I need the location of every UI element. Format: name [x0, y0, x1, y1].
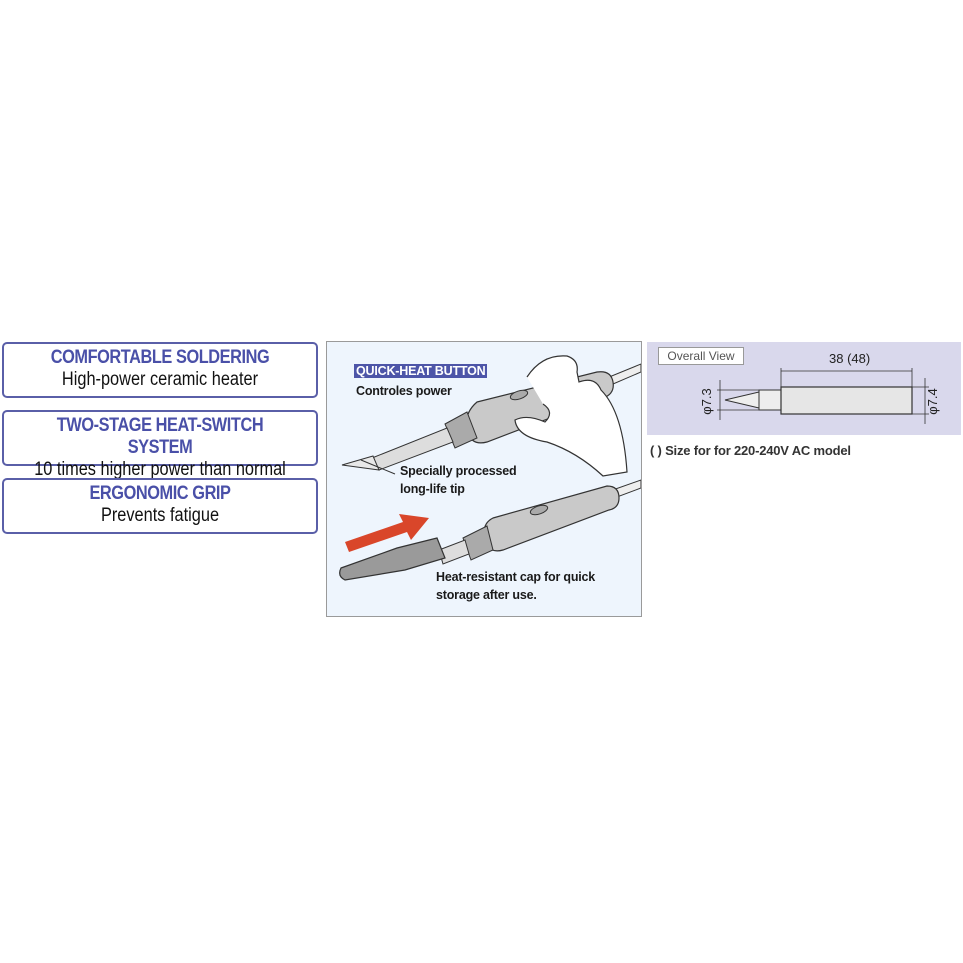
voltage-model-note: ( ) Size for for 220-240V AC model	[650, 443, 851, 458]
length-label: 38 (48)	[829, 351, 871, 366]
feature-subtitle: Prevents fatigue	[100, 505, 220, 526]
iron-handle-lower	[483, 485, 620, 552]
heat-resistant-cap	[339, 537, 446, 581]
dimension-panel: Overall View 38 (48) φ7.3 φ7.4	[647, 342, 961, 435]
tip-diameter-label: φ7.3	[698, 388, 714, 415]
tip-label-line2: long-life tip	[400, 482, 465, 496]
tip-collar	[758, 389, 782, 411]
feature-title: ERGONOMIC GRIP	[89, 483, 231, 504]
tip-cone	[724, 391, 760, 409]
feature-two-stage-heat-switch: TWO-STAGE HEAT-SWITCH SYSTEM 10 times hi…	[2, 410, 318, 480]
body-diameter-label: φ7.4	[924, 388, 940, 415]
feature-subtitle: 10 times higher power than normal	[34, 459, 286, 480]
soldering-iron-illustration: QUICK-HEAT BUTTON Controles power Specia…	[326, 341, 642, 617]
tip-label-line1: Specially processed	[400, 464, 517, 478]
cap-label-line1: Heat-resistant cap for quick	[436, 570, 596, 584]
arrow-icon	[345, 514, 429, 552]
iron-tip-upper	[341, 455, 380, 471]
quick-heat-description: Controles power	[356, 384, 452, 398]
feature-title: TWO-STAGE HEAT-SWITCH SYSTEM	[56, 415, 264, 458]
soldering-iron-drawing	[339, 355, 641, 581]
overall-view-label: Overall View	[658, 347, 744, 365]
tip-dimension-drawing	[717, 368, 929, 424]
tip-body	[780, 386, 913, 415]
quick-heat-label: QUICK-HEAT BUTTON	[354, 364, 488, 378]
feature-subtitle: High-power ceramic heater	[61, 369, 259, 390]
feature-comfortable-soldering: COMFORTABLE SOLDERING High-power ceramic…	[2, 342, 318, 398]
quick-heat-badge: QUICK-HEAT BUTTON	[354, 364, 488, 378]
tip-leader-line	[360, 459, 396, 475]
feature-ergonomic-grip: ERGONOMIC GRIP Prevents fatigue	[2, 478, 318, 534]
feature-title: COMFORTABLE SOLDERING	[50, 347, 270, 368]
cap-label-line2: storage after use.	[436, 588, 537, 602]
quick-heat-button-icon	[509, 389, 529, 401]
hand-illustration	[514, 355, 628, 477]
